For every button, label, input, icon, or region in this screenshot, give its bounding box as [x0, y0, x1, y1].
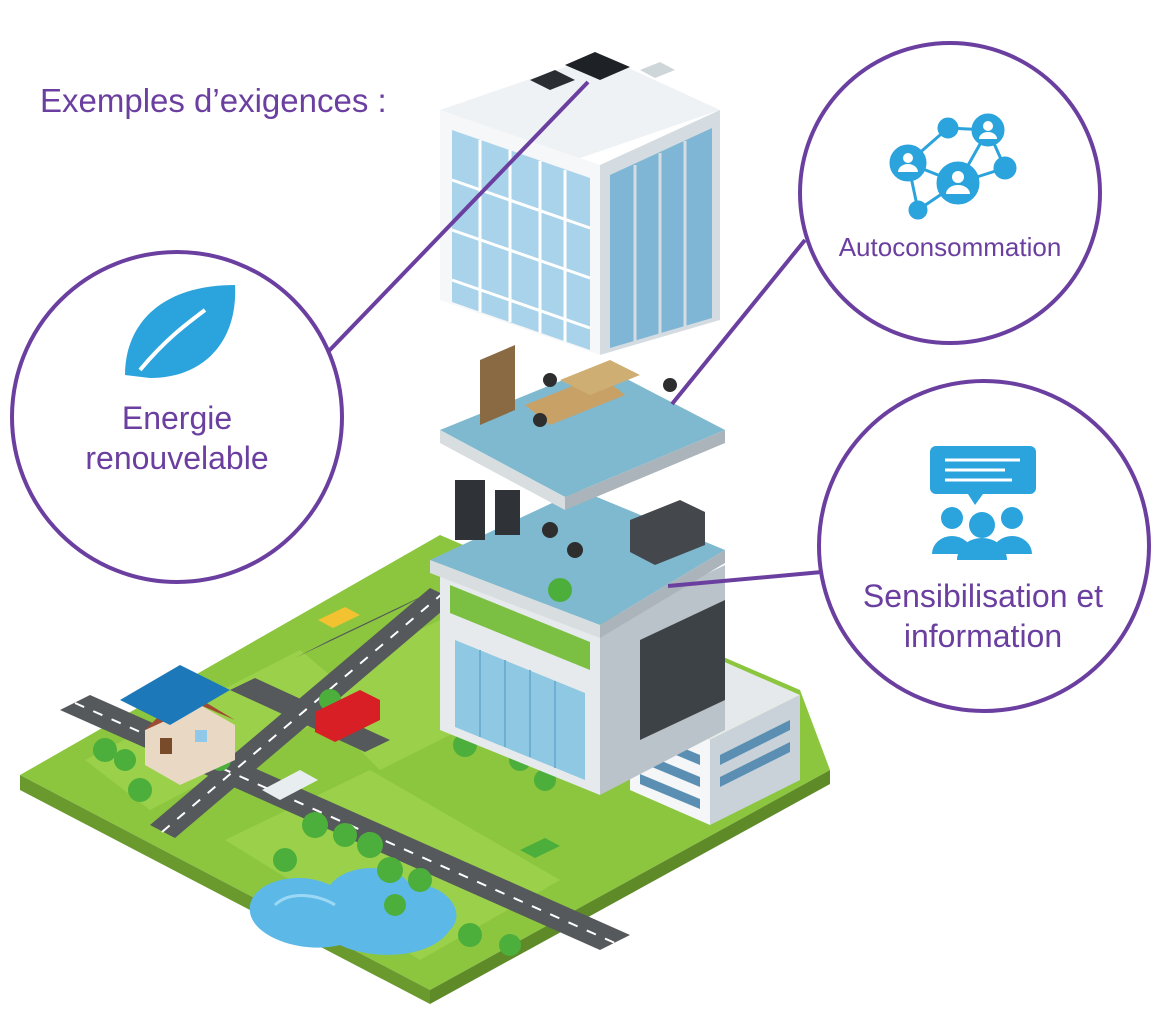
callout-label-energie: Energie renouvelable	[12, 398, 342, 478]
pond	[249, 868, 457, 955]
callout-label-sensibilisation: Sensibilisation et information	[818, 576, 1148, 656]
energie-line1: Energie	[121, 400, 233, 436]
callout-label-autoconsommation: Autoconsommation	[838, 232, 1062, 262]
connector-autoconsommation	[670, 238, 807, 406]
vehicles	[262, 607, 560, 858]
connector-lines	[323, 80, 823, 588]
sensibilisation-line2: information	[903, 618, 1063, 654]
sensibilisation-line1: Sensibilisation et	[862, 578, 1104, 614]
tower	[440, 52, 720, 355]
page-heading: Exemples d’exigences :	[40, 82, 387, 119]
connector-sensibilisation	[667, 570, 823, 588]
leaf-icon	[125, 285, 236, 378]
floor-office	[440, 345, 725, 510]
callout-circle-energie	[10, 250, 344, 584]
house	[120, 665, 235, 785]
connector-energie	[323, 80, 590, 357]
energie-line2: renouvelable	[85, 440, 269, 476]
trees	[93, 689, 556, 956]
network-people-icon	[889, 113, 1017, 220]
floor-lounge	[430, 480, 725, 638]
audience-speech-icon	[930, 446, 1036, 560]
